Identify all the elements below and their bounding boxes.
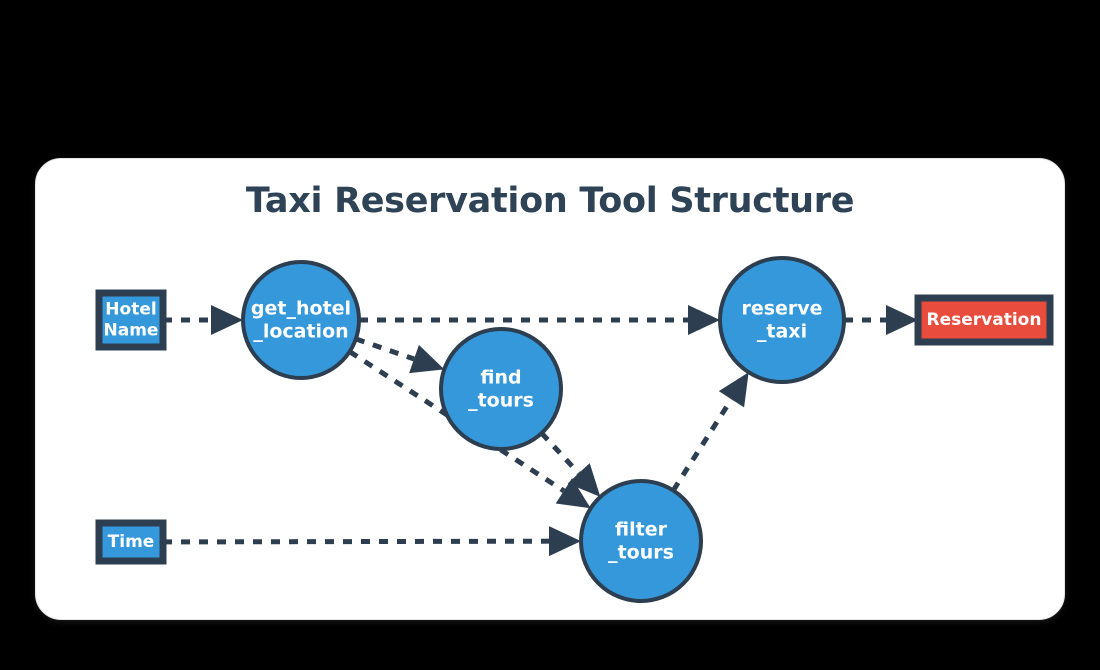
node-shape-circle [439,327,563,451]
node-shape-rect [95,519,167,565]
node-shape-circle [241,260,361,380]
node-reservation[interactable]: Reservation [914,294,1054,346]
edge-time-to-filter_tours [162,526,582,557]
arrowhead-icon [567,463,601,497]
arrowhead-icon [409,344,445,374]
node-shape-rect [95,289,167,351]
page-title: Taxi Reservation Tool Structure [245,181,855,221]
edge-hotel_name-to-get_hotel_location [163,305,243,335]
edge-get_hotel_location-to-reserve_taxi [359,305,720,335]
node-filter_tours[interactable]: filter_tours [579,479,703,603]
edge-reserve_taxi-to-reservation [844,305,918,335]
node-shape-circle [579,479,703,603]
node-find_tours[interactable]: find_tours [439,327,563,451]
edge-get_hotel_location-to-find_tours [355,336,445,374]
arrowhead-icon [211,305,243,335]
arrowhead-icon [548,526,582,557]
node-time[interactable]: Time [95,519,167,565]
arrowhead-icon [688,305,720,335]
node-shape-circle [718,256,846,384]
arrowhead-icon [886,305,918,335]
node-reserve_taxi[interactable]: reserve_taxi [718,256,846,384]
arrowhead-icon [718,372,749,408]
edge-filter_tours-to-reserve_taxi [671,372,749,492]
arrowhead-icon [555,478,591,509]
edge-find_tours-to-filter_tours [539,431,601,497]
node-get_hotel_location[interactable]: get_hotel_location [241,260,361,380]
node-shape-rect [914,294,1054,346]
